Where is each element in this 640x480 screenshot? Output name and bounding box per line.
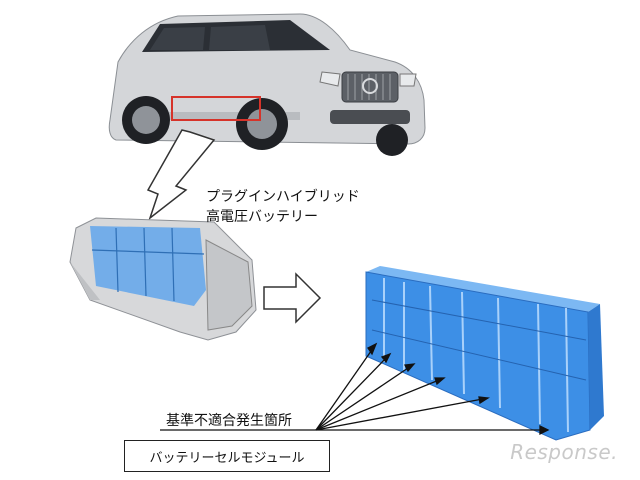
zigzag-arrow-icon [146,129,216,221]
phev-battery-label-line1: プラグインハイブリッド [206,189,360,205]
car-illustration [108,13,426,156]
defect-pointer-lines [160,342,550,436]
phev-battery-label-line2: 高電圧バッテリー [206,209,318,225]
defect-location-label: 基準不適合発生箇所 [166,413,292,429]
arrow-right-outline [263,272,322,324]
module-name-box: バッテリーセルモジュール [124,440,330,472]
battery-module-illustration [365,266,604,441]
response-watermark: Response. [510,440,618,464]
module-name-label: バッテリーセルモジュール [149,450,305,466]
battery-pack-illustration [69,217,257,341]
battery-location-highlight [171,96,261,121]
